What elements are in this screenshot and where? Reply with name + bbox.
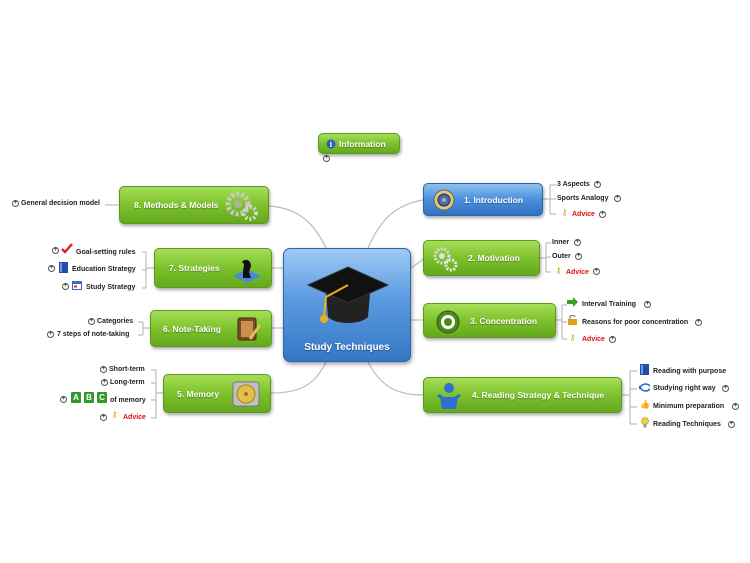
expand-toggle[interactable]: + (52, 247, 59, 254)
expand-toggle[interactable]: + (593, 268, 600, 275)
person-icon (437, 383, 461, 409)
abc-badges: A B C (71, 392, 107, 403)
branch-note-taking-label: 6. Note-Taking (163, 323, 221, 334)
child-long-term[interactable]: Long-term (110, 379, 145, 386)
branch-introduction-label: 1. Introduction (464, 194, 524, 205)
child-short-term[interactable]: Short-term (109, 366, 145, 373)
key-icon: ⚷ (569, 333, 576, 342)
expand-toggle[interactable]: + (100, 366, 107, 373)
branch-reading-strategy[interactable]: 4. Reading Strategy & Technique (423, 377, 622, 413)
branch-strategies[interactable]: 7. Strategies (154, 248, 272, 288)
child-of-memory[interactable]: of memory (110, 397, 146, 404)
child-reading-techniques[interactable]: Reading Techniques (653, 421, 721, 428)
letter-a-badge: A (71, 392, 81, 403)
speaker-icon (433, 189, 455, 211)
child-reasons-poor-concentration[interactable]: Reasons for poor concentration (582, 319, 689, 326)
arrows-icon (639, 383, 650, 392)
child-7-steps-note-taking[interactable]: 7 steps of note-taking (57, 331, 130, 338)
book-icon (59, 262, 68, 273)
gears-icon (433, 247, 458, 272)
branch-memory[interactable]: 5. Memory (163, 374, 271, 413)
expand-toggle[interactable]: + (101, 379, 108, 386)
expand-toggle[interactable]: + (48, 265, 55, 272)
expand-toggle[interactable]: + (594, 181, 601, 188)
expand-toggle[interactable]: + (609, 336, 616, 343)
child-reading-with-purpose[interactable]: Reading with purpose (653, 368, 727, 375)
child-interval-training[interactable]: Interval Training (582, 301, 637, 308)
branch-methods-models-label: 8. Methods & Models (134, 200, 219, 210)
information-node[interactable]: i Information (318, 133, 400, 154)
graduation-cap-icon (306, 266, 390, 323)
child-advice[interactable]: Advice (572, 211, 595, 218)
green-arrow-icon (567, 297, 578, 307)
key-icon: ⚷ (111, 410, 118, 419)
expand-toggle[interactable]: + (728, 421, 735, 428)
bulb-icon (641, 417, 649, 428)
child-outer[interactable]: Outer (552, 253, 571, 260)
expand-toggle[interactable]: + (574, 239, 581, 246)
central-topic[interactable]: Study Techniques (283, 248, 411, 362)
branch-note-taking[interactable]: 6. Note-Taking (150, 310, 272, 347)
letter-b-badge: B (84, 392, 94, 403)
notebook-icon (237, 317, 261, 341)
child-goal-setting-rules[interactable]: Goal-setting rules (76, 249, 136, 256)
expand-toggle[interactable]: + (100, 414, 107, 421)
child-3-aspects[interactable]: 3 Aspects (557, 181, 590, 188)
information-label: Information (339, 138, 386, 149)
expand-toggle[interactable]: + (60, 396, 67, 403)
expand-toggle[interactable]: + (88, 318, 95, 325)
branch-memory-label: 5. Memory (177, 388, 220, 399)
child-advice[interactable]: Advice (123, 414, 146, 421)
central-topic-title: Study Techniques (304, 342, 390, 353)
checkmark-icon (61, 243, 73, 254)
expand-toggle[interactable]: + (62, 283, 69, 290)
key-icon: ⚷ (555, 266, 562, 275)
expand-toggle[interactable]: + (12, 200, 19, 207)
target-icon (436, 310, 460, 334)
branch-concentration[interactable]: 3. Concentration (423, 303, 556, 338)
branch-introduction[interactable]: 1. Introduction (423, 183, 543, 216)
child-studying-right-way[interactable]: Studying right way (653, 385, 716, 392)
key-icon: ⚷ (561, 208, 568, 217)
info-icon: i (326, 139, 336, 149)
window-icon (72, 281, 82, 290)
letter-c-badge: C (97, 392, 107, 403)
branch-methods-models[interactable]: 8. Methods & Models (119, 186, 269, 224)
child-education-strategy[interactable]: Education Strategy (72, 266, 136, 273)
disk-icon (232, 381, 260, 407)
child-sports-analogy[interactable]: Sports Analogy (557, 195, 609, 202)
branch-motivation-label: 2. Motivation (468, 253, 520, 263)
thumbs-up-icon: 👍 (640, 400, 650, 409)
svg-text:i: i (330, 140, 333, 149)
cogs-icon (225, 191, 258, 221)
expand-toggle[interactable]: + (722, 385, 729, 392)
expand-toggle[interactable]: + (614, 195, 621, 202)
expand-toggle[interactable]: + (323, 155, 330, 162)
expand-toggle[interactable]: + (732, 403, 739, 410)
expand-toggle[interactable]: + (644, 301, 651, 308)
child-advice[interactable]: Advice (566, 269, 589, 276)
child-categories[interactable]: Categories (97, 318, 134, 325)
child-study-strategy[interactable]: Study Strategy (86, 284, 136, 291)
chess-icon (233, 259, 261, 283)
expand-toggle[interactable]: + (599, 211, 606, 218)
child-general-decision-model[interactable]: General decision model (21, 200, 100, 207)
child-inner[interactable]: Inner (552, 239, 570, 246)
lock-icon (568, 315, 577, 325)
child-minimum-preparation[interactable]: Minimum preparation (653, 403, 725, 410)
branch-reading-strategy-label: 4. Reading Strategy & Technique (472, 390, 605, 400)
expand-toggle[interactable]: + (695, 319, 702, 326)
branch-motivation[interactable]: 2. Motivation (423, 240, 540, 276)
branch-strategies-label: 7. Strategies (169, 263, 220, 273)
expand-toggle[interactable]: + (47, 331, 54, 338)
child-advice[interactable]: Advice (582, 336, 605, 343)
branch-concentration-label: 3. Concentration (470, 315, 538, 326)
book-icon (640, 364, 649, 375)
expand-toggle[interactable]: + (575, 253, 582, 260)
